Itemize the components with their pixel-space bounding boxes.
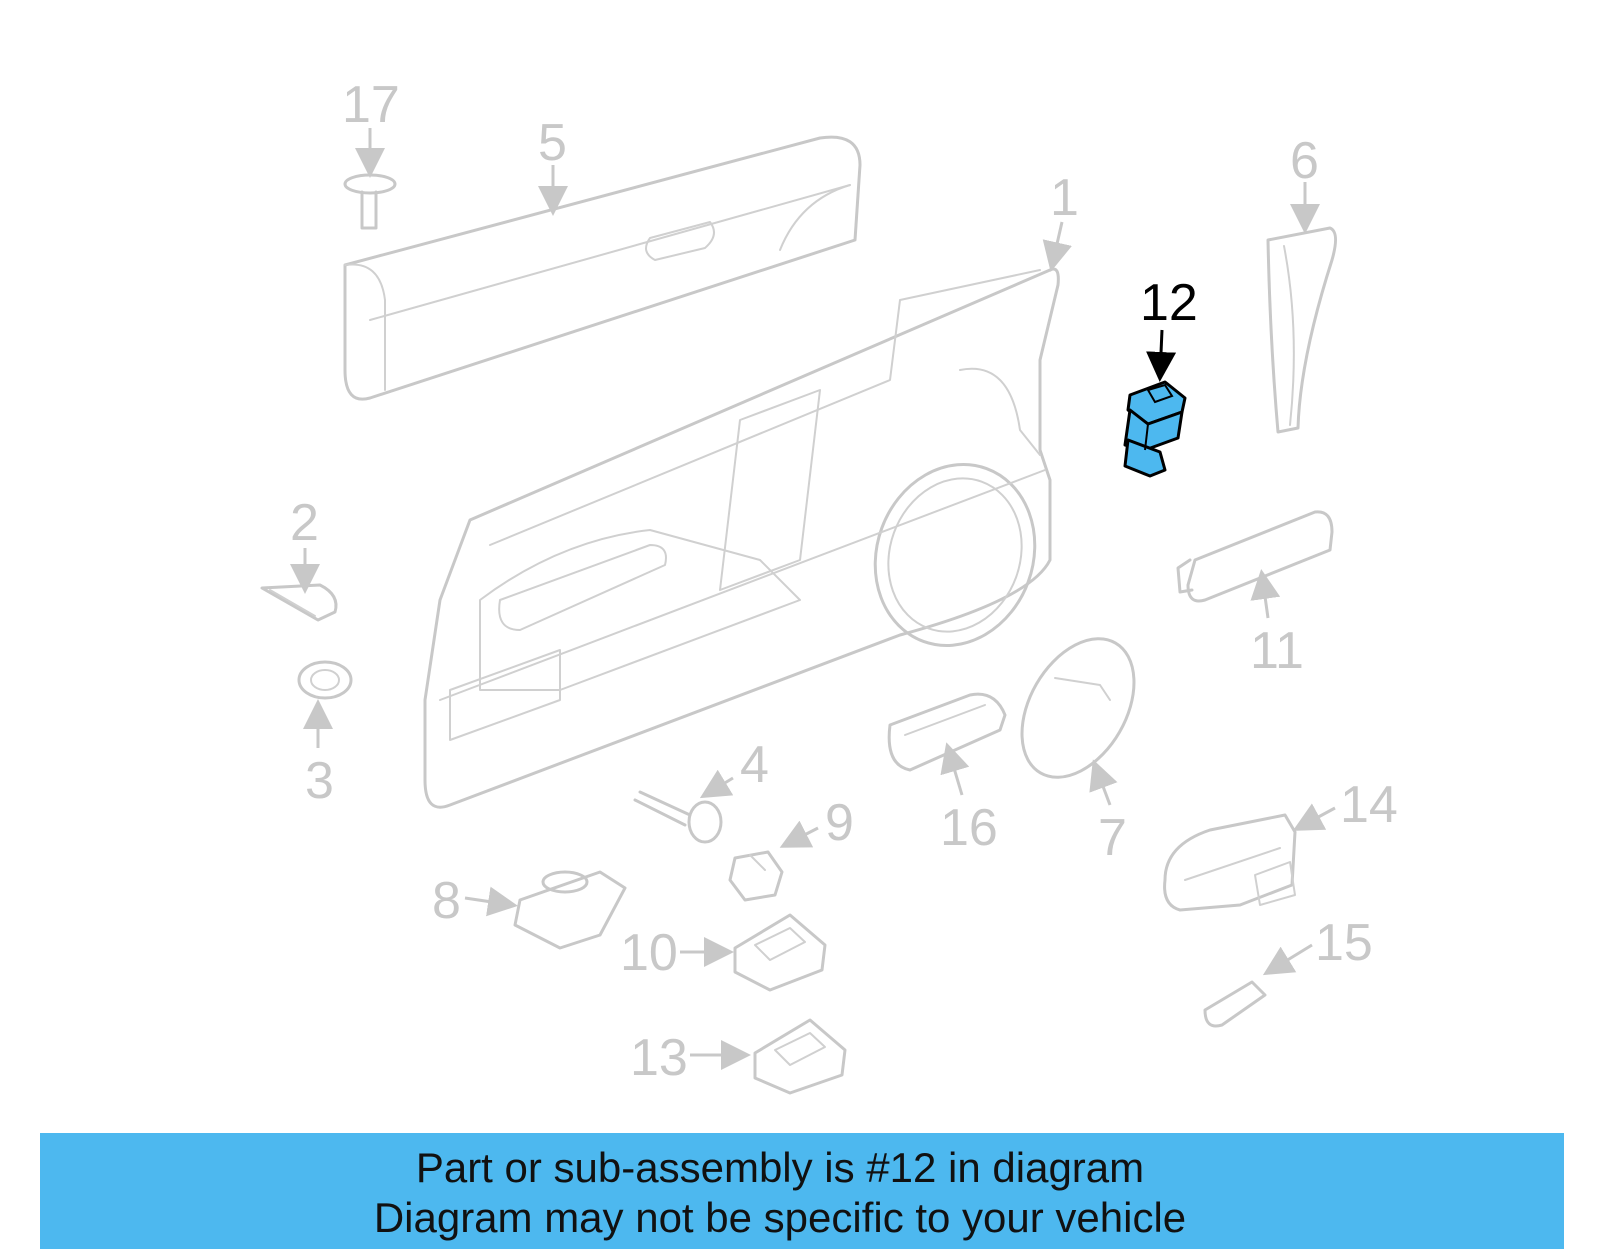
callout-5: 5 (538, 114, 567, 172)
callout-14: 14 (1340, 776, 1398, 834)
part-2-bracket (260, 583, 338, 622)
leader-arrows (290, 128, 1336, 1070)
callout-13: 13 (630, 1029, 688, 1087)
callout-16: 16 (940, 799, 998, 857)
callout-10: 10 (620, 924, 678, 982)
part-8-switch-housing (513, 870, 627, 950)
part-1-door-panel (423, 267, 1060, 809)
callout-labels: 17 5 1 6 12 2 11 3 4 9 16 7 14 8 10 15 1… (290, 76, 1398, 1087)
callout-9: 9 (825, 794, 854, 852)
part-6-pillar-trim (1266, 226, 1337, 434)
part-10-switch (733, 913, 827, 992)
callout-2: 2 (290, 494, 319, 552)
part-16-handle-bezel (887, 692, 1007, 772)
callout-11: 11 (1250, 622, 1304, 680)
banner-line-1: Part or sub-assembly is #12 in diagram (415, 1144, 1145, 1191)
callout-12: 12 (1140, 274, 1198, 332)
banner-line-2: Diagram may not be specific to your vehi… (373, 1194, 1187, 1241)
part-4-screw (633, 790, 723, 844)
callout-8: 8 (432, 872, 461, 930)
part-17-clip (343, 173, 397, 230)
callout-3: 3 (305, 752, 334, 810)
callout-4: 4 (740, 736, 769, 794)
callout-6: 6 (1290, 132, 1319, 190)
part-13-switch (753, 1018, 847, 1095)
callout-1: 1 (1050, 169, 1079, 227)
part-5-upper-trim (343, 135, 862, 401)
part-15-bulb (1203, 980, 1267, 1028)
part-14-handle-assembly (1163, 813, 1297, 912)
callout-17: 17 (342, 76, 400, 134)
callout-7: 7 (1098, 809, 1127, 867)
info-banner: Part or sub-assembly is #12 in diagram D… (40, 1133, 1564, 1249)
part-11-pull-handle (1176, 510, 1334, 603)
part-12-switch-highlighted (1123, 380, 1187, 478)
part-7-speaker-cover (1020, 637, 1136, 779)
part-9-clip (728, 850, 784, 902)
part-3-grommet (297, 660, 353, 700)
callout-15: 15 (1315, 914, 1373, 972)
